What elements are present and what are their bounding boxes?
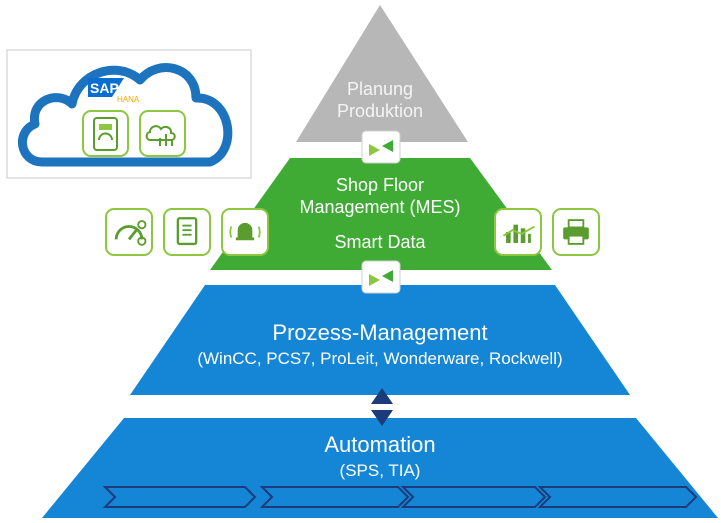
process-management-tier [130,285,630,395]
planning-tier [296,5,468,142]
sap-hana-cloud-panel: SAP HANA [6,49,252,179]
automation-title: Automation [324,432,436,457]
mes-tier [210,158,552,270]
sap-logo: SAP HANA [88,78,140,104]
mes-label-line1: Shop Floor [335,175,425,195]
cloud-chart-icon [139,110,186,157]
exchange-arrows-icon [361,260,401,294]
analytics-chart-icon [494,208,542,256]
process-management-title: Prozess-Management [272,320,488,345]
svg-text:SAP: SAP [90,80,119,96]
automation-subtitle: (SPS, TIA) [339,461,421,480]
document-icon [163,208,211,256]
svg-text:HANA: HANA [117,95,140,104]
exchange-arrows-icon [361,130,401,164]
tablet-dashboard-icon [82,110,129,157]
mes-label-line2: Management (MES) [299,196,461,217]
process-chevron [259,486,410,508]
process-chevrons [102,486,698,508]
process-chevron [400,486,547,508]
planning-label-line2: Produktion [336,100,424,121]
planning-label-line1: Planung [346,79,414,99]
mes-label: Shop Floor Management (MES) [270,175,490,218]
smart-data-label: Smart Data [334,232,426,252]
planning-label: Planung Produktion [300,79,460,122]
process-management-subtitle: (WinCC, PCS7, ProLeit, Wonderware, Rockw… [197,349,563,368]
alarm-bell-icon [221,208,269,256]
process-chevron [102,486,257,508]
gauge-icon [105,208,153,256]
double-arrow-icon [371,388,393,426]
process-chevron [537,486,698,508]
automation-tier [42,418,718,518]
printer-icon [552,208,600,256]
